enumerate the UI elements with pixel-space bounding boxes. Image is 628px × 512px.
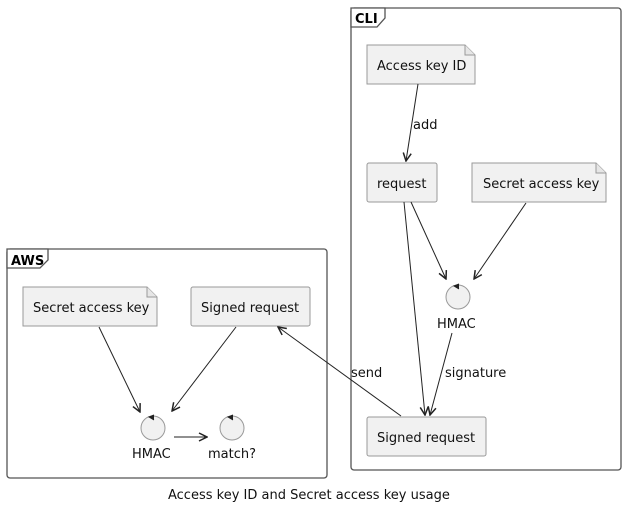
aws-hmac-label: HMAC [132, 447, 171, 462]
aws-match-control[interactable]: match? [208, 414, 256, 462]
control-arrow-icon [147, 414, 155, 421]
edge-signature-label: signature [445, 366, 506, 381]
diagram-caption: Access key ID and Secret access key usag… [168, 488, 450, 503]
cli-request-box[interactable]: request [366, 162, 438, 203]
edge-aws-secret-to-hmac [98, 326, 140, 412]
cli-access-key-id-label: Access key ID [377, 59, 466, 74]
cli-hmac-control[interactable]: HMAC [437, 283, 476, 332]
aws-match-label: match? [208, 447, 256, 462]
edge-request-to-hmac [410, 201, 446, 279]
package-cli-title: CLI [355, 12, 378, 27]
edge-send [278, 327, 402, 417]
aws-secret-access-key-note[interactable]: Secret access key [22, 286, 158, 327]
edge-add [406, 83, 419, 161]
cli-hmac-label: HMAC [437, 317, 476, 332]
cli-secret-access-key-note[interactable]: Secret access key [471, 162, 607, 203]
package-aws: AWS [6, 248, 328, 479]
cli-signed-request-box[interactable]: Signed request [366, 416, 487, 457]
cli-signed-request-label: Signed request [377, 431, 475, 446]
edge-aws-signed-to-hmac [172, 326, 237, 411]
aws-hmac-control[interactable]: HMAC [132, 414, 171, 462]
aws-secret-access-key-label: Secret access key [33, 301, 150, 316]
package-cli: CLI [350, 7, 622, 471]
control-arrow-icon [226, 414, 234, 421]
edge-request-to-signed [403, 201, 425, 415]
edge-send-label: send [351, 366, 382, 381]
cli-request-label: request [377, 177, 426, 192]
aws-signed-request-label: Signed request [201, 301, 299, 316]
edge-add-label: add [413, 118, 437, 133]
edge-signature [430, 332, 453, 415]
aws-signed-request-box[interactable]: Signed request [190, 286, 311, 327]
cli-access-key-id-note[interactable]: Access key ID [366, 44, 476, 85]
package-aws-title: AWS [11, 254, 44, 269]
control-arrow-icon [452, 283, 460, 290]
cli-secret-access-key-label: Secret access key [483, 177, 600, 192]
edge-secret-to-hmac [474, 202, 527, 279]
